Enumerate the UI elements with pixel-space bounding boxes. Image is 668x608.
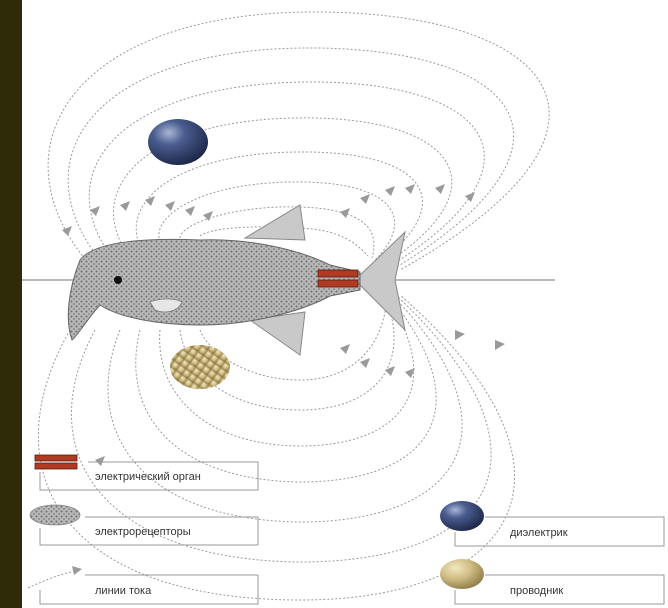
legend-conductor: проводник (440, 559, 664, 604)
legend-electric-organ: электрический орган (35, 455, 258, 490)
electric-fish-diagram: электрический орган электрорецепторы лин… (22, 0, 668, 608)
legend-label-electric-organ: электрический орган (95, 471, 201, 483)
legend-label-dielectric: диэлектрик (510, 527, 568, 539)
legend-label-current-lines: линии тока (95, 585, 152, 597)
legend-electroreceptors: электрорецепторы (30, 505, 258, 545)
fish-body (68, 239, 360, 340)
electric-fish (68, 205, 405, 355)
tail-fin (355, 232, 405, 330)
dorsal-fin (245, 205, 305, 240)
legend-label-electroreceptors: электрорецепторы (95, 526, 191, 538)
field-lines-lower (38, 295, 514, 600)
fish-eye (114, 276, 122, 284)
legend-dielectric: диэлектрик (440, 501, 664, 546)
left-sidebar-strip (0, 0, 22, 608)
conductor-object (170, 345, 230, 389)
legend-current-lines: линии тока (28, 566, 258, 604)
dielectric-object (148, 119, 208, 165)
diagram-stage: электрический орган электрорецепторы лин… (22, 0, 668, 608)
legend-label-conductor: проводник (510, 585, 563, 597)
